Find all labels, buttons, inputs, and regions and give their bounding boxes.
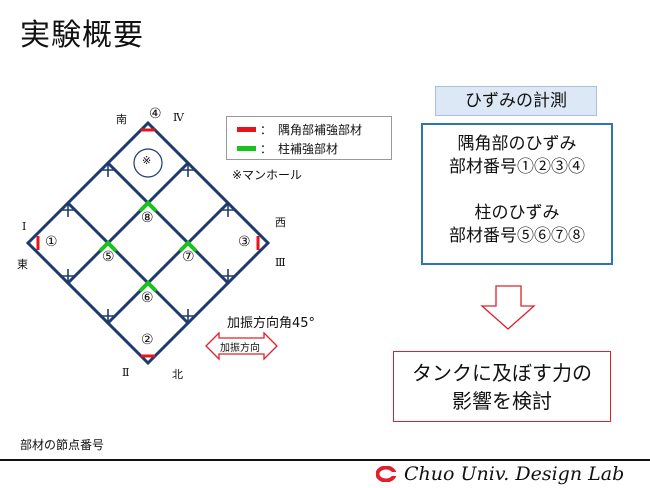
column-strain-title: 柱のひずみ bbox=[474, 203, 560, 223]
legend-label: 柱補強部材 bbox=[278, 142, 339, 156]
legend-box: ： 隅角部補強部材 ： 柱補強部材 bbox=[226, 116, 392, 160]
label-roman-i: Ⅰ bbox=[22, 220, 27, 233]
legend-label: 隅角部補強部材 bbox=[278, 123, 363, 137]
label-west: 西 bbox=[275, 216, 286, 229]
label-north: 北 bbox=[172, 368, 183, 381]
diagram-caption: 部材の節点番号 bbox=[20, 438, 105, 452]
node-3: ③ bbox=[238, 234, 251, 250]
excitation-angle-label: 加振方向角45° bbox=[227, 316, 316, 331]
conclusion-box: タンクに及ぼす力の 影響を検討 bbox=[393, 351, 611, 422]
footer-divider bbox=[0, 459, 650, 461]
footer: Chuo Univ. Design Lab bbox=[376, 463, 624, 485]
legend-separator: ： bbox=[260, 123, 273, 137]
node-8: ⑧ bbox=[141, 210, 154, 226]
down-arrow-icon bbox=[480, 285, 536, 330]
measurement-header: ひずみの計測 bbox=[435, 86, 597, 116]
manhole-circle bbox=[133, 148, 163, 178]
node-7: ⑦ bbox=[182, 249, 195, 265]
manhole-note: ※マンホール bbox=[232, 168, 303, 182]
brace-markers bbox=[59, 161, 237, 325]
conclusion-line-2: 影響を検討 bbox=[452, 389, 552, 413]
corner-member-numbers: 部材番号①②③④ bbox=[449, 157, 585, 177]
node-4: ④ bbox=[149, 106, 162, 122]
node-1: ① bbox=[45, 234, 58, 250]
label-roman-iii: Ⅲ bbox=[275, 256, 286, 269]
legend-separator: ： bbox=[260, 142, 273, 156]
label-east: 東 bbox=[17, 258, 28, 271]
manhole-symbol: ※ bbox=[142, 154, 152, 167]
conclusion-line-1: タンクに及ぼす力の bbox=[412, 361, 592, 385]
measurement-box: 隅角部のひずみ 部材番号①②③④ 柱のひずみ 部材番号⑤⑥⑦⑧ bbox=[421, 123, 613, 265]
node-6: ⑥ bbox=[141, 290, 154, 306]
lab-name: Chuo Univ. Design Lab bbox=[404, 463, 625, 485]
green-swatch-icon bbox=[237, 146, 256, 151]
legend-item-corner: ： 隅角部補強部材 bbox=[237, 121, 362, 138]
column-reinforcements bbox=[98, 200, 198, 293]
excitation-arrow bbox=[205, 331, 278, 361]
chuo-logo-icon bbox=[376, 466, 396, 482]
legend-item-column: ： 柱補強部材 bbox=[237, 140, 338, 157]
slide-title: 実験概要 bbox=[20, 18, 144, 53]
node-2: ② bbox=[141, 332, 154, 348]
label-south: 南 bbox=[116, 113, 127, 126]
label-roman-iv: Ⅳ bbox=[173, 111, 184, 124]
excitation-arrow-label: 加振方向 bbox=[220, 343, 260, 354]
label-roman-ii: Ⅱ bbox=[122, 366, 130, 379]
red-swatch-icon bbox=[237, 127, 256, 132]
corner-reinforcements bbox=[36, 128, 260, 358]
column-member-numbers: 部材番号⑤⑥⑦⑧ bbox=[449, 226, 585, 246]
node-5: ⑤ bbox=[102, 249, 115, 265]
corner-strain-title: 隅角部のひずみ bbox=[457, 134, 577, 154]
